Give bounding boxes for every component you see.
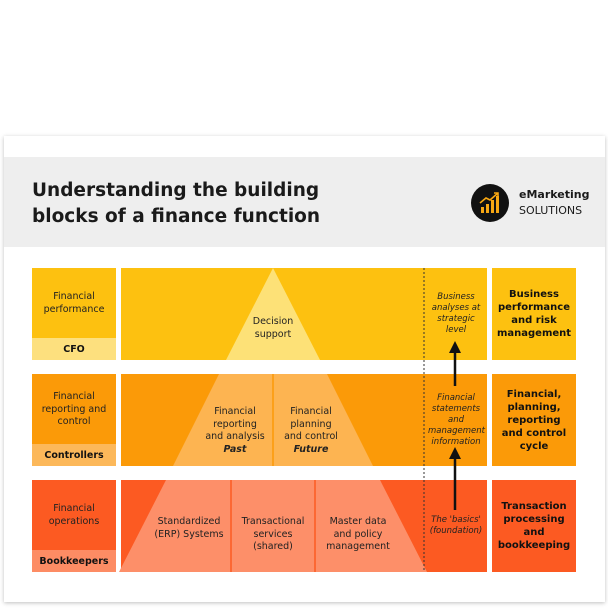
brand-name: eMarketing xyxy=(519,188,590,201)
row3-outcome-label: Transaction processing and bookkeeping xyxy=(497,501,571,551)
middle-right-tag: Future xyxy=(293,443,329,455)
row3-outcome-cell xyxy=(492,480,576,572)
row1-outcome-cell xyxy=(492,268,576,360)
row1-function-label: Financial performance xyxy=(43,291,105,315)
row1-outcome-label: Business performance and risk management xyxy=(496,289,572,339)
row2-function-label: Financial reporting and control xyxy=(41,391,107,427)
row1-role-label: CFO xyxy=(63,344,85,355)
row3-role-label: Bookkeepers xyxy=(39,556,109,567)
row3-side-note: The 'basics' (foundation) xyxy=(429,515,483,536)
row2-role-cell xyxy=(32,444,116,466)
pyramid-base-label-2: Transactional services (shared) xyxy=(241,516,305,552)
row2-role-label: Controllers xyxy=(44,450,104,461)
arrowhead-lower xyxy=(449,447,461,459)
pyramid-base-label-3: Master data and policy management xyxy=(326,516,390,552)
emarketing-logo xyxy=(471,184,509,222)
title-line-2: blocks of a finance function xyxy=(32,206,321,227)
pyramid-top-label: Decision support xyxy=(252,316,294,340)
row2-outcome-label: Financial, planning, reporting and contr… xyxy=(501,388,567,452)
page-title: Understanding the building blocks of a f… xyxy=(32,178,362,230)
pyramid-top-tier xyxy=(226,268,320,360)
brand-subtitle: SOLUTIONS xyxy=(519,204,583,217)
pyramid-base-label-1: Standardized (ERP) Systems xyxy=(154,516,224,540)
title-line-1: Understanding the building xyxy=(32,180,320,201)
row2-side-note: Financial statements and management info… xyxy=(428,393,485,447)
pyramid-middle-left-label: Financial reporting and analysis Past xyxy=(203,406,267,456)
arrowhead-upper xyxy=(449,341,461,353)
row1-role-cell xyxy=(32,338,116,360)
row1-side-note: Business analyses at strategic level xyxy=(431,292,481,335)
middle-right-text: Financial planning and control xyxy=(284,406,338,442)
middle-left-tag: Past xyxy=(223,443,247,455)
pyramid-middle-right-label: Financial planning and control Future xyxy=(280,406,342,456)
bar-chart-growth-icon xyxy=(479,192,499,213)
middle-left-text: Financial reporting and analysis xyxy=(205,406,265,442)
pyramid-base-tier xyxy=(119,480,427,572)
row2-outcome-cell xyxy=(492,374,576,466)
row3-function-label: Financial operations xyxy=(48,503,100,527)
row3-role-cell xyxy=(32,550,116,572)
